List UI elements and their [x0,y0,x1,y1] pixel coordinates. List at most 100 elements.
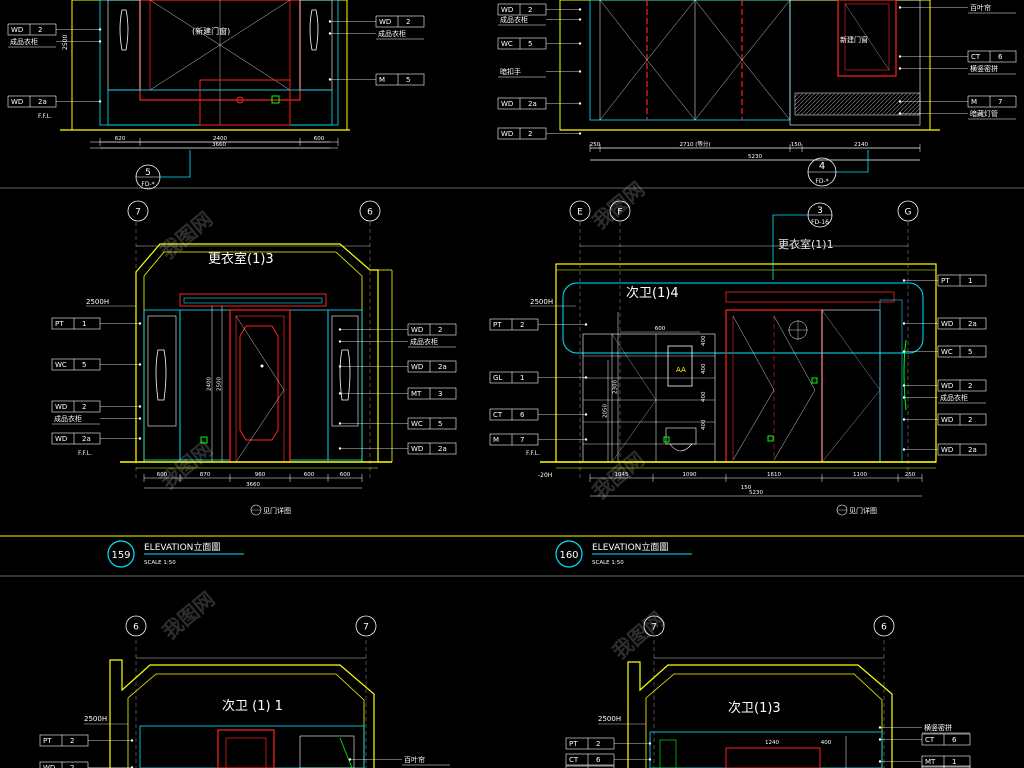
tag-note: 百叶帘 [970,3,991,12]
dimension-label: 400 [701,363,707,374]
tag-code: WD [411,326,423,334]
dimension-label: 870 [200,472,211,478]
tag-number: 2a [38,98,47,106]
tag-note: 横竖密拼 [924,723,952,732]
tag-number: 7 [520,436,524,444]
level-2500H: 2500H [84,715,107,723]
dimension-label: 250 [905,472,916,478]
tag-number: 2a [438,363,447,371]
svg-text:5: 5 [145,168,151,178]
level-2500H: 2500H [598,715,621,723]
ffl-label: F.F.L. [38,113,52,120]
tag-number: 5 [406,76,410,84]
vertical-dimension: 2500 [217,377,223,391]
door-detail-note: 见门详图 [836,504,877,516]
tag-number: 1 [520,374,524,382]
tag-note: 暗藏灯管 [970,109,998,118]
watermark-text: 我图网 [588,177,649,234]
material-tag: 成品衣柜 [338,337,456,348]
elevation-title: ELEVATION立面圖 [592,541,668,553]
material-tag: 横竖密拼 [898,64,1016,75]
dimension-total: 3660 [212,142,226,148]
dimension-label: 2710 (等分) [679,140,710,148]
tag-code: CT [569,756,579,764]
material-tag: CT 6 [565,753,652,766]
material-tag: 成品衣柜 [498,15,582,26]
tag-code: GL [493,374,502,382]
tag-number: 2 [520,321,524,329]
room-title-partial: 更衣室(1)1 [778,237,834,251]
svg-text:G: G [905,208,912,218]
tag-code: WD [411,363,423,371]
level-minus20H: -20H [538,472,552,479]
tag-code: M [971,98,977,106]
level-2500H: 2500H [86,298,109,306]
tag-code: PT [43,737,52,745]
svg-text:见门详图: 见门详图 [849,506,877,515]
dimension-label: 400 [821,740,832,746]
tag-code: WD [55,403,67,411]
tag-number: 2a [968,446,977,454]
grid-axis-marker: 6 [873,615,895,637]
dimension-label: 1610 [767,472,781,478]
tag-number: 1 [82,320,86,328]
svg-text:E: E [577,208,583,218]
material-tag: WD 2a [338,442,457,455]
section-callout: 5 FD-* [135,150,191,190]
elevation-title: ELEVATION立面圖 [144,541,220,553]
tag-code: WD [501,130,513,138]
room-title: 更衣室(1)3 [208,251,274,267]
svg-text:3: 3 [817,206,823,216]
tag-code: WD [11,98,23,106]
dimension-label: 2400 [213,136,227,142]
tag-number: 6 [596,756,601,764]
dimension-label: 600 [340,472,351,478]
dimension-label: 400 [701,419,707,430]
dimension-total: 5230 [749,490,763,496]
tag-code: CT [925,736,935,744]
elevation-scale: SCALE 1:50 [144,560,176,566]
svg-text:7: 7 [135,208,141,218]
material-tag: WD 2a [7,95,102,108]
tag-code: WD [411,445,423,453]
room-title: 次卫(1)4 [626,285,679,301]
svg-text:7: 7 [651,623,657,633]
grid-axis-marker: F [609,200,631,222]
svg-text:FD-*: FD-* [141,181,154,188]
tag-code: PT [569,740,578,748]
svg-text:4: 4 [819,161,825,172]
tag-note: 成品衣柜 [378,29,406,38]
tag-code: M [379,76,385,84]
tag-note: 横竖密拼 [970,64,998,73]
tag-code: WC [941,348,953,356]
tag-code: WD [941,416,953,424]
grid-axis-marker: 7 [355,615,377,637]
section-callout: 3 FD-16 [772,202,833,280]
tag-code: WD [43,764,55,768]
svg-text:见门详图: 见门详图 [263,506,291,515]
material-tag: WD 2 [338,323,457,336]
tag-number: 7 [998,98,1002,106]
svg-text:6: 6 [367,208,373,218]
material-tag: 成品衣柜 [52,414,142,425]
tag-number: 2a [438,445,447,453]
dimension-label: 150 [741,485,752,491]
tag-number: 2 [438,326,442,334]
tag-note: 成品衣柜 [54,414,82,423]
